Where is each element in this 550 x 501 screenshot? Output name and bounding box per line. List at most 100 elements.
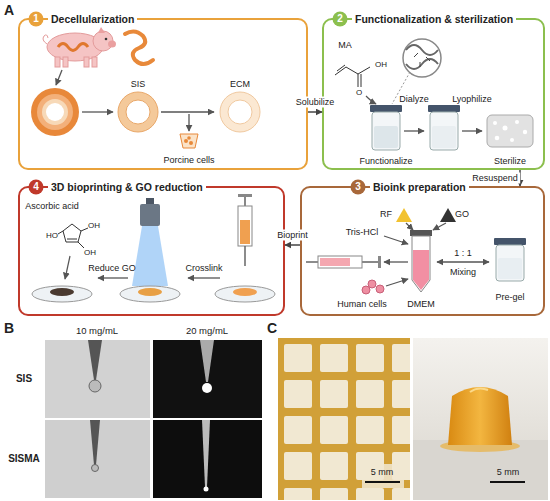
droplet-photo	[200, 340, 214, 382]
syringe-icon	[244, 246, 246, 266]
lattice-photo	[356, 416, 384, 444]
column-header: 10 mg/mL	[76, 326, 118, 336]
panel-letter: B	[4, 321, 14, 335]
jar-icon	[370, 105, 402, 112]
intestine-cross-section	[42, 99, 68, 125]
ascorbic-acid-structure	[67, 239, 77, 240]
lattice-photo	[284, 344, 312, 372]
ratio-label: 1 : 1	[454, 249, 472, 258]
syringe-icon	[362, 261, 378, 263]
process-arrow	[404, 130, 424, 131]
stage-label: SIS	[131, 80, 146, 89]
human-cells	[368, 280, 376, 288]
atom-label: O	[356, 89, 362, 97]
collagen-magnifier	[406, 45, 438, 55]
process-arrow	[65, 256, 70, 279]
powder-pile	[396, 208, 412, 222]
stage-label: Pre-gel	[495, 293, 524, 302]
step-label: Reduce GO	[88, 264, 136, 273]
ascorbic-acid-structure	[78, 242, 84, 248]
syringe-icon	[378, 256, 381, 268]
scale-bar-label: 5 mm	[371, 468, 394, 477]
jar-icon	[428, 105, 460, 112]
panel-letter: C	[267, 321, 277, 335]
chemical-label: RF	[380, 210, 392, 219]
panel-letter: A	[4, 3, 14, 17]
powder-pile	[440, 208, 456, 222]
methacrylic-acid-structure	[337, 65, 345, 71]
scale-bar-label: 5 mm	[497, 468, 520, 477]
droplet-photo	[45, 340, 262, 498]
lattice-photo	[392, 416, 410, 444]
step-title: Bioink preparation	[370, 179, 469, 195]
sis-ring	[118, 92, 158, 132]
droplet-photo	[88, 340, 102, 380]
syringe-icon	[244, 196, 246, 206]
process-arrow	[161, 111, 214, 112]
lyophilized-sponge	[515, 120, 519, 124]
process-arrow	[433, 223, 446, 230]
droplet-photo	[202, 420, 210, 487]
jar-icon	[432, 126, 456, 148]
stage-label: DMEM	[407, 300, 435, 309]
jar-icon	[374, 126, 398, 148]
flow-arrow	[308, 111, 322, 113]
stage-label: Sterilize	[494, 157, 526, 166]
atom-label: OH	[84, 249, 96, 257]
ascorbic-acid-structure	[63, 224, 81, 242]
sis-ring	[118, 92, 158, 132]
gel-photo	[413, 440, 548, 500]
step-title: Functionalization & sterilization	[352, 11, 516, 27]
gel-photo	[470, 388, 488, 392]
stage-label: Porcine cells	[163, 156, 214, 165]
lyophilized-sponge	[487, 115, 533, 147]
droplet-photo	[204, 487, 209, 492]
porcine-cells-cup	[180, 134, 198, 148]
ecm-ring	[228, 100, 252, 124]
chemical-label: MA	[338, 41, 352, 50]
lyophilized-sponge	[495, 136, 500, 141]
lattice-photo	[278, 338, 410, 500]
flow-label: Solubilize	[294, 97, 337, 108]
intestine-cross-section	[46, 103, 64, 121]
falcon-tube	[412, 236, 430, 292]
stage-label: Human cells	[337, 300, 387, 309]
lattice-photo	[284, 452, 312, 480]
syringe-icon	[306, 261, 318, 263]
process-arrow	[406, 223, 413, 230]
collagen-magnifier	[406, 59, 438, 69]
scale-bar	[490, 481, 525, 483]
uv-lamp	[146, 198, 154, 204]
petri-dish	[233, 288, 257, 296]
step-label: Dialyze	[399, 95, 429, 104]
lattice-photo	[320, 452, 348, 480]
lattice-photo	[320, 380, 348, 408]
petri-dish	[50, 288, 74, 296]
lattice-photo	[284, 380, 312, 408]
step-number-circle: 4	[28, 179, 44, 195]
jar-icon	[372, 112, 400, 150]
step-circle-fill	[29, 12, 44, 27]
droplet-photo	[45, 420, 150, 498]
lattice-photo	[356, 488, 384, 500]
methacrylic-acid-structure	[335, 65, 370, 87]
lattice-photo	[356, 380, 384, 408]
pig-illustration	[105, 38, 108, 41]
pig-illustration	[43, 27, 116, 67]
intestine-cross-section	[37, 94, 73, 130]
flow-label: Bioprint	[275, 230, 310, 241]
sis-ring	[126, 100, 150, 124]
stage-label: Functionalize	[359, 157, 412, 166]
jar-icon	[370, 105, 460, 150]
step-circle-fill	[333, 12, 348, 27]
atom-label: OH	[375, 61, 387, 69]
lattice-photo	[278, 338, 410, 500]
pig-illustration	[108, 41, 116, 48]
step-label: Mixing	[450, 268, 476, 277]
chemical-label: GO	[455, 210, 469, 219]
atom-label: HO	[46, 232, 58, 240]
step-number-circle: 1	[28, 11, 44, 27]
column-header: 20 mg/mL	[186, 326, 228, 336]
uv-lamp	[132, 226, 168, 286]
